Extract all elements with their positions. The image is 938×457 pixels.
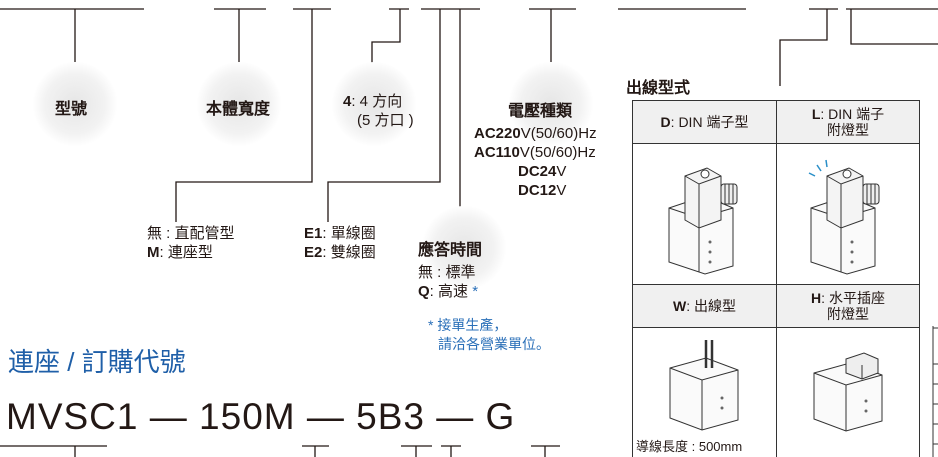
bubble-voltage: [509, 62, 593, 146]
response-time-note: * 接單生產， 請洽各營業單位。: [428, 317, 550, 352]
voltage-title: 電壓種類: [508, 103, 573, 120]
outlet-header-d: D: DIN 端子型: [632, 100, 777, 144]
horizontal-socket-lamp-valve-icon: [813, 352, 883, 432]
manifold-order-title: 連座 / 訂購代號: [8, 347, 186, 377]
response-time-options: 無 : 標準 Q: 高速 *: [418, 264, 479, 300]
bubble-width: [197, 62, 281, 146]
bubble-direction: [332, 62, 416, 146]
outlet-header-w: W: 出線型: [632, 284, 777, 328]
response-time-title: 應答時間: [418, 242, 483, 259]
direction-label: 4: 4 方向 (5 方口 ): [343, 93, 414, 129]
body-width-label: 本體寬度: [206, 101, 271, 118]
piping-options: 無 : 直配管型 M: 連座型: [147, 225, 235, 261]
outlet-header-l: L: DIN 端子附燈型: [776, 100, 920, 144]
bubble-model: [33, 62, 117, 146]
bubble-response: [422, 206, 506, 290]
outlet-image-h: [776, 327, 920, 457]
manifold-model-code: MVSC1 — 150M — 5B3 — G: [6, 396, 516, 437]
lead-wire-valve-icon: [669, 340, 739, 431]
coil-options: E1: 單線圈 E2: 雙線圈: [304, 225, 376, 261]
din-terminal-valve-icon: [668, 167, 738, 275]
outlet-header-h: H: 水平插座附燈型: [776, 284, 920, 328]
model-label: 型號: [55, 101, 88, 118]
din-terminal-lamp-valve-icon: [808, 159, 880, 275]
lead-wire-length: 導線長度 : 500mm: [636, 439, 743, 454]
voltage-options: AC220V(50/60)Hz AC110V(50/60)Hz DC24V DC…: [474, 125, 597, 199]
partial-table-edge: [932, 326, 938, 457]
outlet-style-title: 出線型式: [626, 80, 691, 97]
